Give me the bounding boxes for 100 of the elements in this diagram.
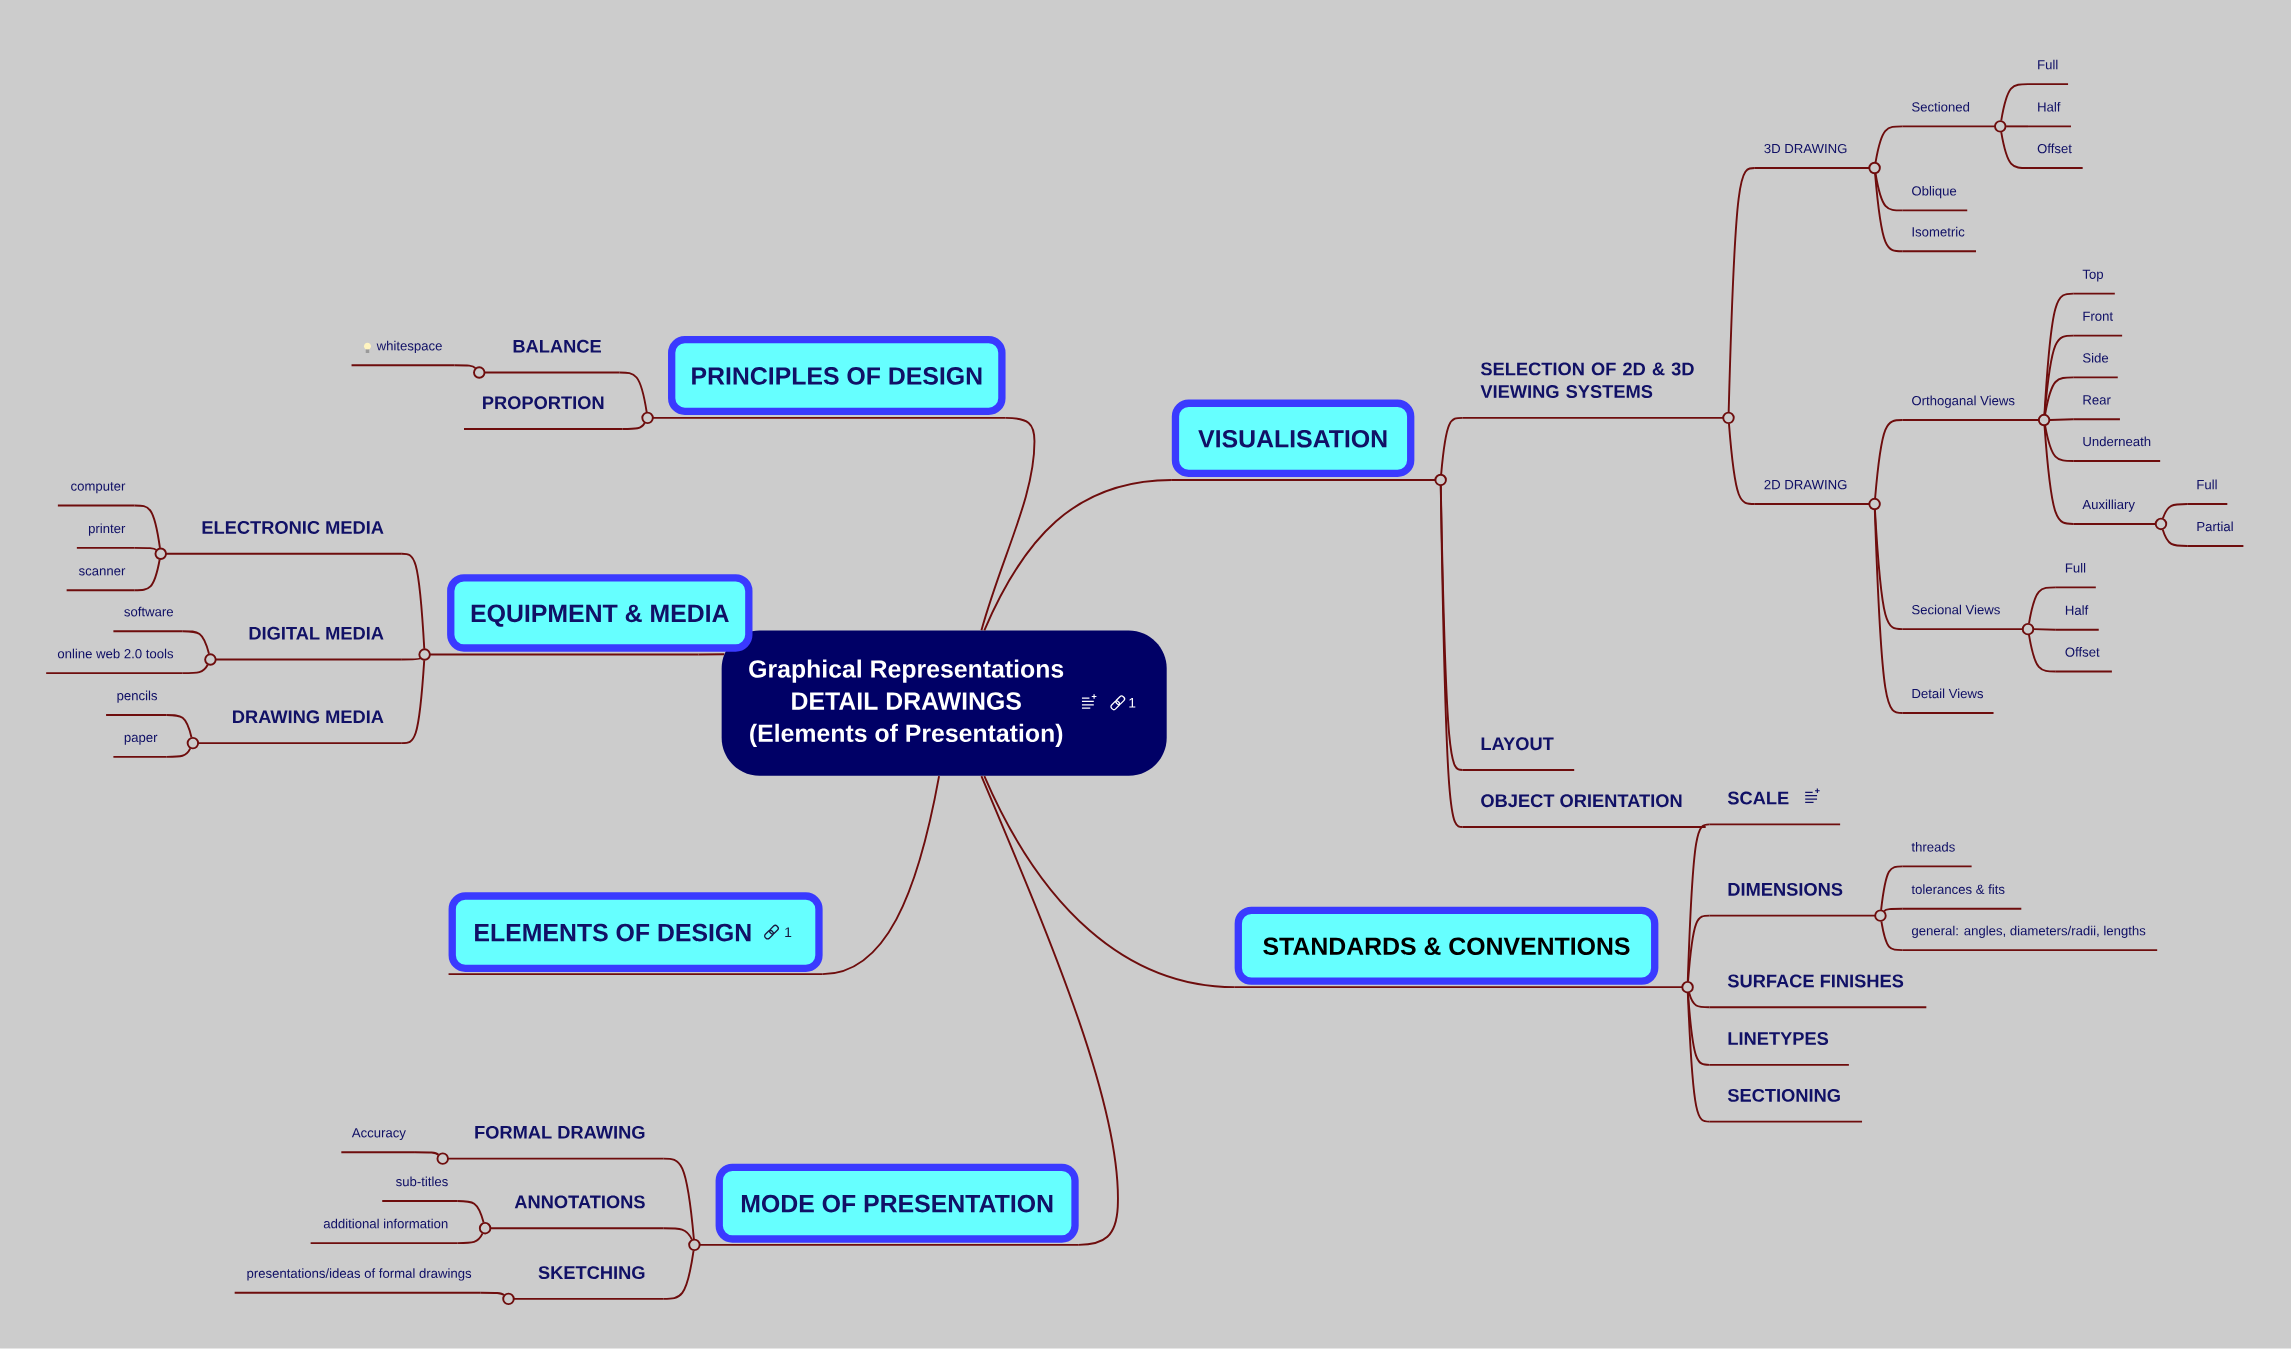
connector-line — [400, 657, 422, 661]
topic-box: EQUIPMENT & MEDIA — [428, 574, 753, 656]
connector-line — [697, 653, 726, 656]
subtopic-label: Full — [2186, 479, 2229, 506]
subtopic-label: Half — [2054, 605, 2100, 631]
connector-line — [414, 1151, 440, 1156]
subtopic-label: FORMAL DRAWING — [447, 1126, 665, 1160]
connector-line — [662, 1157, 695, 1241]
subtopic-label: scanner — [65, 568, 136, 592]
connector-line — [2028, 586, 2057, 625]
connector-line — [133, 558, 161, 592]
subtopic-label: PROPORTION — [463, 396, 624, 431]
subtopic-label: online web 2.0 tools — [45, 648, 184, 675]
connector-line — [2043, 425, 2075, 526]
subtopic-label: Underneath — [2072, 436, 2162, 463]
subtopic-label: tolerances & fits — [1901, 884, 2023, 910]
subtopic-label: Full — [2027, 59, 2069, 86]
topic-box: VISUALISATION — [1170, 399, 1437, 482]
link-count: 1 — [1129, 698, 1136, 708]
connector-line — [2032, 628, 2057, 631]
connector-line — [621, 422, 646, 431]
connector-line — [1874, 125, 1904, 164]
subtopic-label: DIGITAL MEDIA — [214, 626, 403, 661]
connector-line — [1439, 485, 1464, 829]
connector-line — [2000, 83, 2029, 122]
subtopic-label: Offset — [2027, 143, 2084, 170]
subtopic-label: 2D DRAWING — [1753, 480, 1871, 506]
subtopic-label: paper — [112, 735, 168, 758]
subtopic-label: SURFACE FINISHES — [1708, 974, 1928, 1009]
subtopic-label: pencils — [105, 690, 168, 717]
connector-line — [2028, 634, 2057, 673]
subtopic-label: Partial — [2186, 521, 2245, 548]
subtopic-label: Auxilliary — [2072, 499, 2157, 526]
subtopic-label: Top — [2072, 269, 2116, 295]
subtopic-label: Half — [2027, 102, 2072, 128]
connector-line — [1874, 173, 1904, 253]
subtopic-label: Isometric — [1901, 227, 1977, 253]
subtopic-label: ANNOTATIONS — [489, 1195, 665, 1230]
connector-line — [1880, 865, 1904, 911]
connector-line — [181, 663, 209, 675]
connector-line — [1688, 992, 1711, 1009]
subtopic-label: Oblique — [1901, 186, 1969, 212]
connector-line — [618, 371, 648, 414]
connector-line — [1873, 509, 1904, 715]
subtopic-label: software — [112, 606, 184, 633]
subtopic-label: sub-titles — [381, 1176, 459, 1203]
connector-line — [2161, 503, 2189, 520]
topic-box: PRINCIPLES OF DESIGN — [651, 336, 1007, 419]
connector-line — [1440, 417, 1464, 476]
connector-line — [479, 1292, 505, 1297]
connector-line — [133, 547, 158, 552]
subtopic-label: Front — [2072, 311, 2124, 337]
link-count: 1 — [785, 927, 792, 938]
connector-line — [1874, 419, 1904, 500]
subtopic-label: 3D DRAWING — [1753, 144, 1871, 170]
subtopic-label: Orthoganal Views — [1901, 395, 2040, 422]
connector-line — [133, 504, 161, 550]
connector-line — [1874, 173, 1904, 212]
subtopic-label: Side — [2072, 353, 2119, 379]
connector-line — [2044, 376, 2075, 416]
connector-line — [2049, 418, 2075, 422]
topic-box: STANDARDS & CONVENTIONS — [1233, 906, 1684, 989]
connector-line — [662, 1227, 693, 1241]
connector-line — [2044, 425, 2075, 463]
subtopic-label: SELECTION OF 2D & 3D VIEWING SYSTEMS — [1461, 362, 1725, 419]
connector-line — [662, 1249, 695, 1301]
subtopic-label: Accuracy — [340, 1128, 416, 1154]
subtopic-label: SECTIONING — [1708, 1089, 1863, 1123]
connector-line — [181, 630, 210, 655]
connector-line — [1727, 167, 1756, 414]
connector-line — [821, 775, 940, 976]
subtopic-label: general: angles, diameters/radii, lengths — [1901, 925, 2159, 952]
connector-line — [1686, 992, 1711, 1123]
connector-line — [165, 747, 192, 758]
subtopic-label: LINETYPES — [1708, 1032, 1850, 1066]
subtopic-label: DRAWING MEDIA — [197, 710, 403, 745]
subtopic-label: printer — [75, 523, 136, 550]
connector-line — [456, 1200, 485, 1224]
subtopic-label: additional information — [309, 1218, 459, 1245]
subtopic-label: DIMENSIONS — [1708, 883, 1877, 917]
connector-line — [980, 417, 1036, 632]
subtopic-label: Offset — [2054, 647, 2113, 673]
subtopic-label: LAYOUT — [1461, 737, 1576, 772]
subtopic-label: whitespace — [350, 341, 456, 367]
subtopic-label: Detail Views — [1901, 688, 1995, 715]
topic-box: MODE OF PRESENTATION — [698, 1163, 1080, 1246]
connector-line — [456, 1232, 484, 1245]
subtopic-label: threads — [1901, 842, 1973, 868]
subtopic-label: Rear — [2072, 395, 2121, 421]
subtopic-label: SKETCHING — [512, 1266, 665, 1301]
connector-line — [1728, 422, 1756, 506]
subtopic-label: BALANCE — [483, 340, 621, 374]
subtopic-label: computer — [56, 482, 136, 507]
connector-line — [980, 775, 1119, 1246]
subtopic-label: Secional Views — [1901, 604, 2024, 631]
connector-line — [2161, 528, 2189, 548]
subtopic-label: presentations/ideas of formal drawings — [233, 1268, 482, 1294]
connector-line — [453, 364, 477, 370]
connector-line — [165, 714, 193, 739]
connector-line — [1883, 908, 1904, 913]
